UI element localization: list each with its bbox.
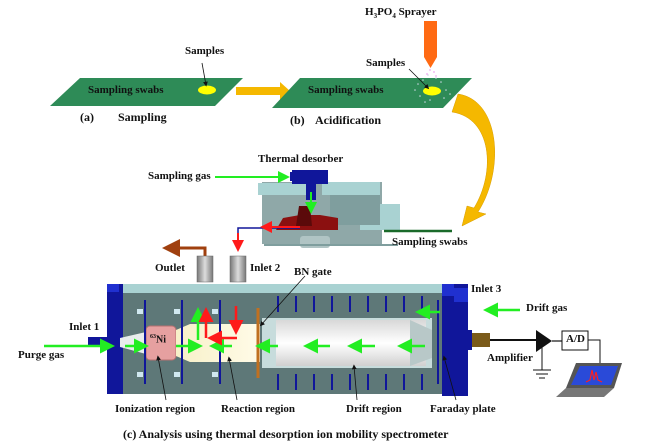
desorber-title: Thermal desorber [258, 153, 344, 165]
sample-spot-a [198, 85, 216, 95]
inlet2-label: Inlet 2 [250, 262, 281, 274]
sprayer-label-h: H [365, 6, 374, 18]
outlet-fitting [196, 255, 214, 283]
flow-arrow-b-desorber [451, 93, 495, 227]
step-a-title: Sampling [118, 110, 167, 124]
region-ionization: Ionization region [115, 403, 196, 415]
inlet3-label: Inlet 3 [471, 283, 502, 295]
ims-body [88, 284, 490, 396]
ni63-sup: 63 [150, 334, 156, 340]
region-faraday: Faraday plate [430, 403, 496, 415]
drift-gas-label: Drift gas [526, 302, 568, 314]
inlet2-fitting [229, 255, 247, 283]
pointer-bn-gate [259, 275, 306, 327]
sprayer-icon [424, 21, 437, 68]
sprayer-label-sub2: 4 [392, 12, 396, 21]
swab-label-b: Sampling swabs [308, 84, 384, 96]
bn-gate-label: BN gate [294, 266, 332, 278]
sampling-gas-label: Sampling gas [148, 170, 211, 182]
purge-gas-label: Purge gas [18, 349, 65, 361]
spray-mist [426, 69, 437, 77]
ground-icon [533, 346, 551, 379]
sprayer-label-sub1: 3 [373, 12, 378, 21]
region-drift: Drift region [346, 403, 402, 415]
outlet-label: Outlet [155, 262, 185, 274]
samples-label-b: Samples [366, 57, 406, 69]
swab-label-a: Sampling swabs [88, 84, 164, 96]
step-b-title: Acidification [315, 113, 381, 127]
desorber-swab-label: Sampling swabs [392, 236, 468, 248]
inlet1-label: Inlet 1 [69, 321, 100, 333]
sprayer-label-po: PO [377, 6, 393, 18]
pointer-faraday [442, 355, 457, 401]
figure-caption: (c) Analysis using thermal desorption io… [123, 427, 449, 441]
region-reaction: Reaction region [221, 403, 296, 415]
pointer-reaction [227, 356, 238, 401]
adc-label: A/D [566, 333, 585, 345]
samples-label-a: Samples [185, 45, 225, 57]
amplifier-icon [536, 330, 552, 352]
sample-pointer-a [201, 62, 208, 87]
spray-droplets [414, 74, 451, 103]
ni63-label: 63Ni [150, 334, 166, 345]
sample-spot-b [423, 86, 441, 96]
pointer-ionization [156, 355, 167, 401]
flow-arrow-a-b [236, 82, 290, 100]
swab-b [272, 78, 472, 108]
step-b-tag: (b) [290, 113, 305, 127]
sprayer-label-suffix: Sprayer [395, 6, 437, 18]
sprayer-label: H3PO4 Sprayer [365, 6, 436, 20]
sample-pointer-b [408, 68, 430, 90]
pointer-drift [351, 364, 358, 401]
ni63-text: Ni [156, 334, 166, 346]
amplifier-label: Amplifier [487, 352, 533, 364]
step-a-tag: (a) [80, 110, 94, 124]
laptop-icon [556, 363, 622, 397]
swab-a [50, 78, 243, 106]
outlet-arrow [162, 239, 207, 258]
signal-wire [588, 339, 601, 364]
